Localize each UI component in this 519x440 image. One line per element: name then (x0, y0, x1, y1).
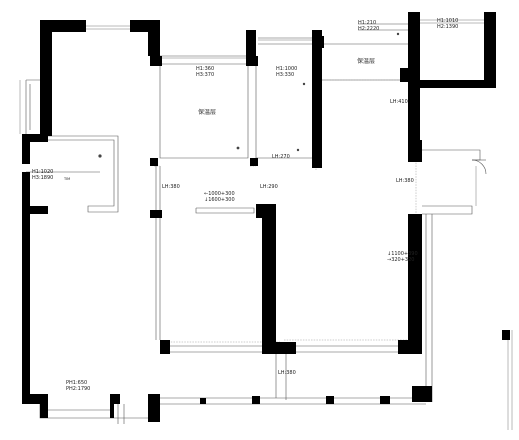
label-mid-dims: ←1000+300 ↓1600+300 (204, 191, 235, 203)
label-lh-270: LH:270 (272, 154, 290, 160)
label-room-b-dims: H1:1000 H3:330 (276, 66, 298, 78)
window-marks (19, 19, 513, 430)
label-lh-410: LH:410 (390, 99, 408, 105)
label-right-dims: ↓1100+390 →320+320 (387, 251, 418, 263)
dot-room-c (296, 148, 300, 152)
label-bottom-left: PH1:650 PH2:1790 (66, 380, 91, 392)
dashed-lines (25, 79, 417, 343)
dot-room-b (302, 82, 306, 86)
label-lh-290: LH:290 (260, 184, 278, 190)
label-room-a-dims: H1:360 H3:370 (196, 66, 215, 78)
label-bottom-lh: LH:380 (278, 370, 296, 376)
dot-left-room (98, 154, 102, 158)
walls (22, 12, 510, 422)
label-lh-380-left: LH:380 (162, 184, 180, 190)
label-left-room: H1:1020 H3:1890 (32, 169, 54, 181)
dot-top-right (396, 32, 400, 36)
label-top-beam: H1:210 H2:2220 (358, 20, 380, 32)
label-top-right: H1:1010 H2:1390 (437, 18, 459, 30)
fixture-dots (98, 32, 400, 158)
label-room-a-name: 保温层 (198, 109, 217, 116)
label-tiny-note: TIM (64, 177, 71, 181)
dot-room-a (236, 146, 240, 150)
label-lh-380-right: LH:380 (396, 178, 414, 184)
label-room-top-name: 保温层 (357, 58, 376, 65)
